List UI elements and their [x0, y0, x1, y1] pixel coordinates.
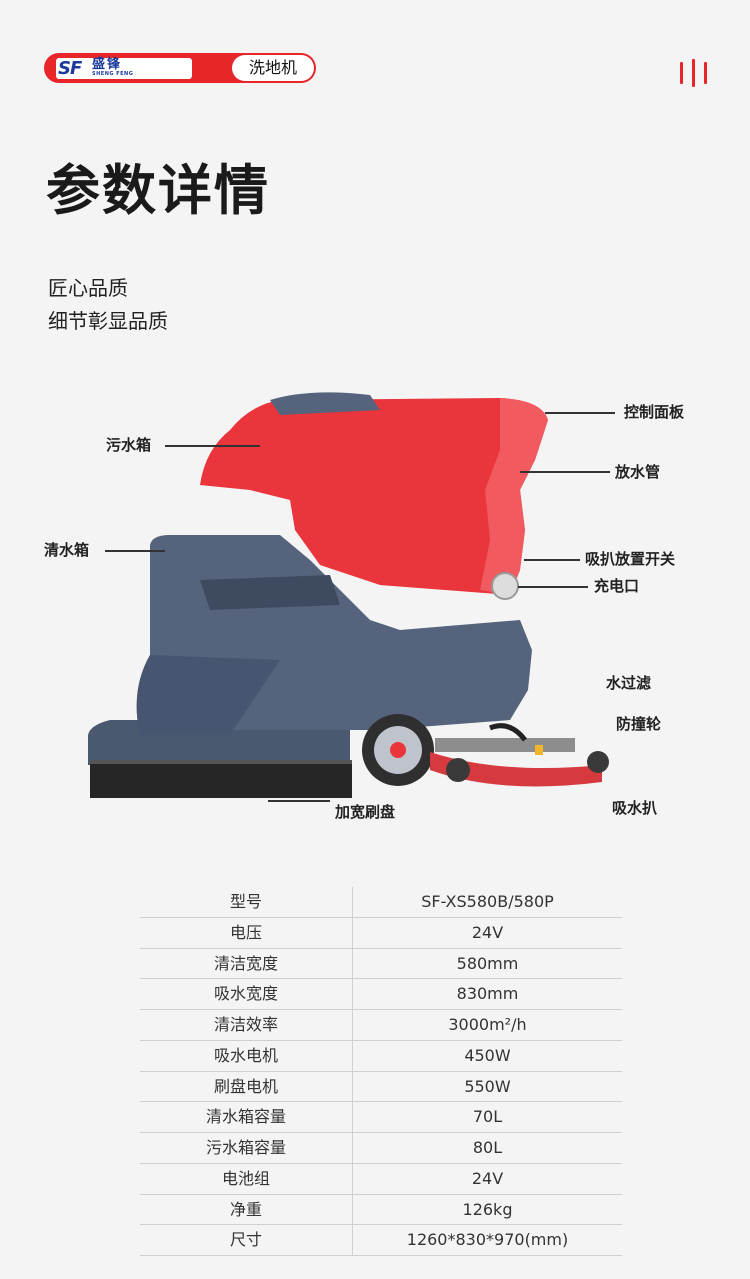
spec-key: 型号 — [140, 887, 353, 917]
spec-value: 24V — [471, 1168, 504, 1188]
leader-wide-brush — [268, 800, 330, 802]
spec-key: 电池组 — [140, 1163, 353, 1194]
spec-value: 1260*830*970(mm) — [406, 1230, 569, 1250]
spec-row: 吸水电机 450W — [140, 1040, 622, 1072]
spec-value: 126kg — [462, 1199, 513, 1219]
logo-chinese-name: 盛锋 — [92, 57, 123, 72]
spec-row: 清洁宽度 580mm — [140, 948, 622, 980]
label-drain-hose: 放水管 — [615, 463, 661, 481]
spec-key: 净重 — [140, 1194, 353, 1225]
spec-key: 刷盘电机 — [140, 1071, 353, 1102]
spec-row: 电池组 24V — [140, 1163, 622, 1195]
leader-dirty-tank — [165, 445, 260, 447]
spec-key: 吸水宽度 — [140, 979, 353, 1009]
spec-value: 550W — [464, 1076, 511, 1096]
spec-key: 尺寸 — [140, 1225, 353, 1255]
spec-row: 刷盘电机 550W — [140, 1071, 622, 1103]
spec-row: 电压 24V — [140, 917, 622, 949]
leader-control-panel — [545, 412, 615, 414]
spec-table: 型号 SF-XS580B/580P 电压 24V 清洁宽度 580mm 吸水宽度 830… — [140, 887, 622, 1256]
spec-row: 净重 126kg — [140, 1194, 622, 1226]
leader-squeegee-switch — [524, 559, 580, 561]
spec-row: 尺寸 1260*830*970(mm) — [140, 1225, 622, 1256]
label-clean-tank: 清水箱 — [44, 541, 90, 559]
spec-row: 型号 SF-XS580B/580P — [140, 887, 622, 918]
spec-key: 清洁宽度 — [140, 948, 353, 979]
spec-value: 3000m²/h — [448, 1015, 527, 1034]
spec-value: 70L — [472, 1107, 503, 1127]
spec-value: 24V — [471, 922, 504, 942]
spec-key: 污水箱容量 — [140, 1133, 353, 1163]
spec-row: 污水箱容量 80L — [140, 1133, 622, 1164]
spec-row: 清洁效率 3000m²/h — [140, 1010, 622, 1041]
spec-row: 吸水宽度 830mm — [140, 979, 622, 1010]
spec-value: SF-XS580B/580P — [421, 892, 554, 911]
subtitle-line-1: 匠心品质 — [48, 276, 128, 300]
spec-value: 450W — [464, 1045, 511, 1065]
leader-clean-tank — [105, 550, 165, 552]
category-pill: 洗地机 — [232, 55, 314, 81]
label-charge-port: 充电口 — [594, 577, 640, 595]
spec-key: 电压 — [140, 917, 353, 948]
subtitle-line-2: 细节彰显品质 — [48, 309, 168, 333]
spec-key: 吸水电机 — [140, 1040, 353, 1071]
spec-key: 清洁效率 — [140, 1010, 353, 1040]
menu-bars-icon[interactable] — [680, 59, 708, 87]
spec-value: 580mm — [456, 953, 519, 973]
logo-english-name: SHENG FENG — [92, 71, 134, 77]
page-title: 参数详情 — [46, 159, 270, 222]
label-bumper-wheel: 防撞轮 — [616, 715, 662, 733]
brand-logo — [56, 58, 192, 79]
spec-value: 830mm — [456, 984, 519, 1004]
label-dirty-tank: 污水箱 — [106, 436, 152, 454]
spec-value: 80L — [472, 1138, 503, 1157]
spec-key: 清水箱容量 — [140, 1102, 353, 1132]
spec-row: 清水箱容量 70L — [140, 1102, 622, 1133]
logo-mark: SF — [58, 58, 82, 79]
label-control-panel: 控制面板 — [624, 403, 685, 421]
label-squeegee: 吸水扒 — [612, 799, 658, 817]
leader-charge-port — [518, 586, 588, 588]
label-wide-brush: 加宽刷盘 — [335, 803, 396, 821]
label-water-filter: 水过滤 — [606, 674, 652, 692]
floor-scrubber-image — [88, 392, 609, 798]
leader-drain-hose — [520, 471, 610, 473]
label-squeegee-switch: 吸扒放置开关 — [585, 550, 676, 568]
